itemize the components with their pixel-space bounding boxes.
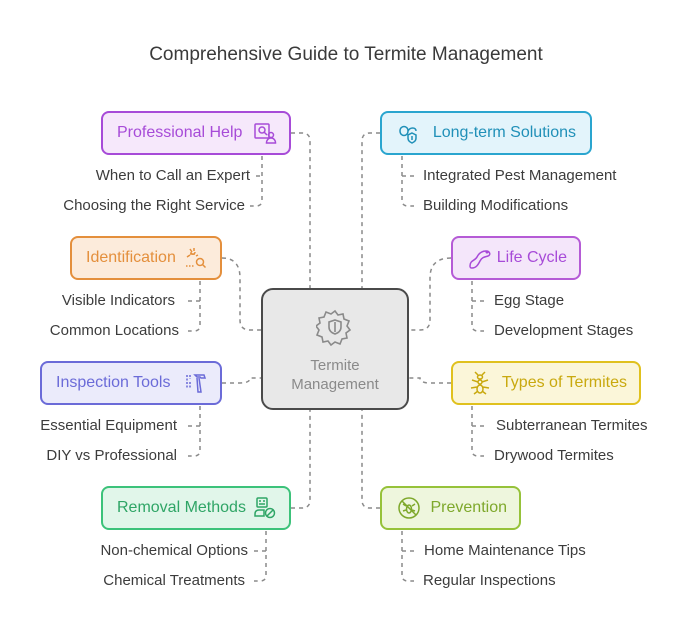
branch-long-term-solutions[interactable]: Long-term Solutions bbox=[380, 111, 592, 155]
leaf-common-locations: Common Locations bbox=[49, 322, 179, 339]
worm-icon bbox=[467, 246, 493, 270]
branch-label: Inspection Tools bbox=[56, 374, 171, 391]
branch-label: Identification bbox=[86, 249, 176, 266]
leaf-non-chemical-options: Non-chemical Options bbox=[100, 542, 248, 559]
diagram-title: Comprehensive Guide to Termite Managemen… bbox=[149, 44, 543, 65]
no-bug-icon bbox=[396, 496, 422, 520]
connector-long-term-solutions bbox=[361, 132, 380, 288]
connector-professional-help bbox=[291, 132, 311, 288]
branch-label: Prevention bbox=[430, 499, 508, 516]
leaf-chemical-treatments: Chemical Treatments bbox=[103, 572, 245, 589]
leaf-diy-vs-professional: DIY vs Professional bbox=[46, 447, 177, 464]
leaf-egg-stage: Egg Stage bbox=[494, 292, 565, 309]
ant-icon bbox=[467, 371, 493, 395]
branch-label: Life Cycle bbox=[496, 249, 567, 266]
branch-label: Types of Termites bbox=[501, 374, 627, 391]
shield-loop-icon bbox=[396, 121, 422, 145]
connector-identification bbox=[221, 257, 261, 331]
branch-removal-methods[interactable]: Removal Methods bbox=[101, 486, 291, 530]
connector-inspection-tools bbox=[222, 377, 261, 384]
branch-types-of-termites[interactable]: Types of Termites bbox=[451, 361, 641, 405]
leaf-visible-indicators: Visible Indicators bbox=[61, 292, 175, 309]
central-topic-line1: Termite bbox=[310, 357, 360, 374]
connector-removal-methods bbox=[291, 410, 311, 509]
connector-types-of-termites bbox=[409, 377, 451, 384]
central-topic-node[interactable]: Termite Management bbox=[261, 288, 409, 410]
branch-prevention[interactable]: Prevention bbox=[380, 486, 521, 530]
branch-professional-help[interactable]: Professional Help bbox=[101, 111, 291, 155]
leaf-choosing-the-right-service: Choosing the Right Service bbox=[63, 197, 245, 214]
leaf-regular-inspections: Regular Inspections bbox=[423, 572, 556, 589]
gear-shield-icon bbox=[316, 309, 352, 346]
connector-life-cycle bbox=[409, 257, 452, 331]
search-person-icon bbox=[253, 121, 277, 145]
bug-magnifier-icon bbox=[184, 246, 208, 270]
branch-label: Professional Help bbox=[117, 124, 243, 141]
branch-life-cycle[interactable]: Life Cycle bbox=[451, 236, 581, 280]
hammer-tools-icon bbox=[184, 371, 208, 395]
branch-label: Long-term Solutions bbox=[432, 124, 576, 141]
branch-identification[interactable]: Identification bbox=[70, 236, 222, 280]
branch-inspection-tools[interactable]: Inspection Tools bbox=[40, 361, 222, 405]
leaf-building-modifications: Building Modifications bbox=[423, 197, 569, 214]
connector-prevention bbox=[361, 410, 380, 509]
central-topic-line2: Management bbox=[291, 376, 379, 393]
leaf-when-to-call-an-expert: When to Call an Expert bbox=[95, 167, 250, 184]
leaf-home-maintenance-tips: Home Maintenance Tips bbox=[424, 542, 586, 559]
leaf-subterranean-termites: Subterranean Termites bbox=[496, 417, 648, 434]
spray-no-icon bbox=[253, 496, 277, 520]
leaf-development-stages: Development Stages bbox=[494, 322, 634, 339]
leaf-integrated-pest-management: Integrated Pest Management bbox=[423, 167, 617, 184]
branch-label: Removal Methods bbox=[117, 499, 246, 516]
leaf-essential-equipment: Essential Equipment bbox=[40, 417, 177, 434]
leaf-drywood-termites: Drywood Termites bbox=[494, 447, 614, 464]
